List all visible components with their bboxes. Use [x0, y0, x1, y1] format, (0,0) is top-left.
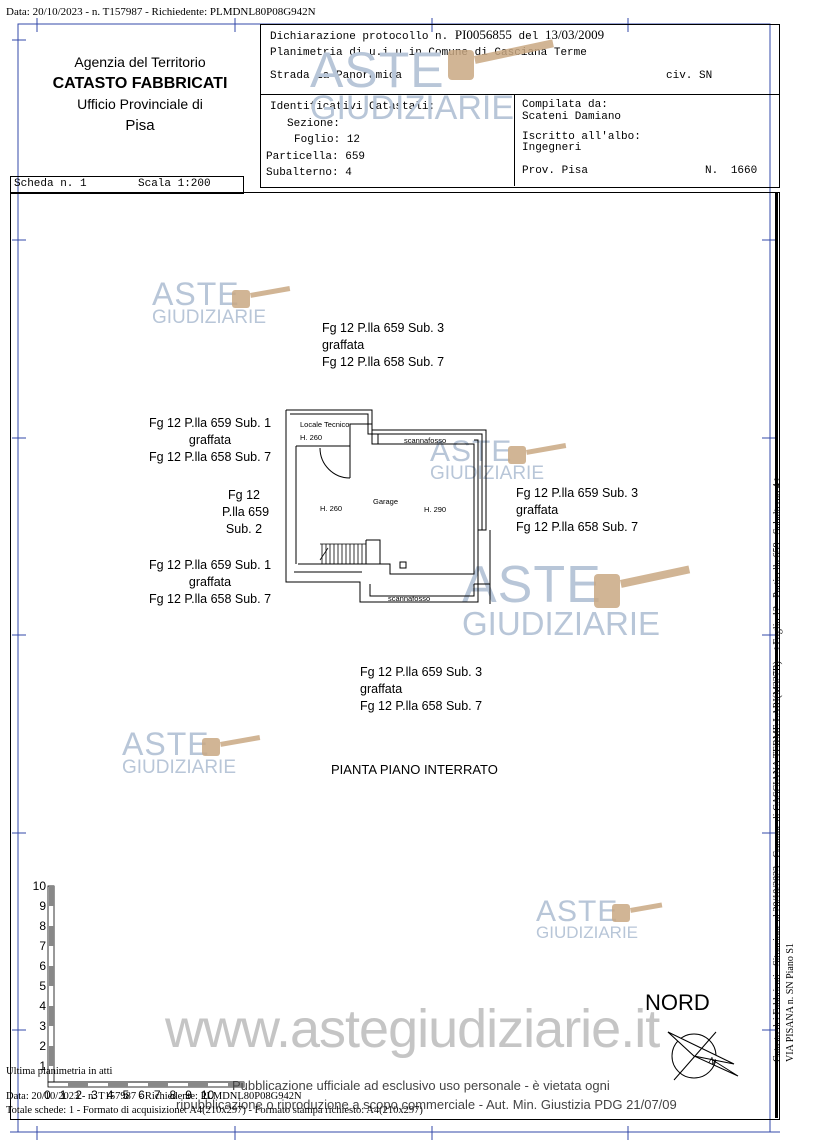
room-locale-tecnico: Locale Tecnico — [300, 420, 350, 429]
footer-last-plan: Ultima planimetria in atti — [6, 1066, 113, 1077]
agency-office: Ufficio Provinciale di — [77, 96, 203, 112]
header-vertical-divider — [514, 94, 515, 186]
registration-number: N. 1660 — [705, 165, 757, 177]
foglio-label: Foglio: — [294, 134, 341, 146]
albo-value: Ingegneri — [522, 142, 582, 154]
address-street: Strada La Panoramica — [270, 70, 403, 82]
side-cadastral-info: Catasto dei Fabbricati - Situazione al 2… — [771, 402, 797, 1062]
drawing-area — [10, 192, 780, 1120]
floor-title: PIANTA PIANO INTERRATO — [331, 762, 498, 777]
neighbor-left-top: Fg 12 P.lla 659 Sub. 1 graffata Fg 12 P.… — [148, 416, 272, 464]
protocol-date: 13/03/2009 — [544, 27, 605, 42]
scale-numbers: 10 9 8 7 6 5 4 3 2 1 — [32, 879, 46, 1073]
sezione-label: Sezione: — [287, 118, 340, 130]
garage-height-left: H. 260 — [320, 504, 343, 513]
foglio-value: 12 — [346, 134, 361, 146]
watermark-aste-2: ASTE GIUDIZIARIE — [430, 435, 545, 484]
side-cadastral-line2: VIA PISANA n. SN Piano S1 — [785, 943, 796, 1062]
agency-header: Agenzia del Territorio CATASTO FABBRICAT… — [40, 52, 240, 136]
registration-number-value: 1660 — [730, 165, 758, 177]
footer-format-info: Totale schede: 1 - Formato di acquisizio… — [6, 1105, 423, 1116]
watermark-aste-header: ASTE GIUDIZIARIE — [310, 42, 515, 127]
svg-text:N: N — [707, 1055, 718, 1067]
drawing-area-edge — [775, 192, 778, 1118]
room-locale-tecnico-height: H. 260 — [300, 433, 323, 442]
compiled-label: Compilata da: — [522, 99, 608, 111]
scannafosso-bottom: scannafosso — [388, 594, 431, 603]
compiler-name: Scateni Damiano — [522, 111, 622, 123]
agency-name: Agenzia del Territorio — [74, 54, 206, 70]
watermark-publication-line1: Pubblicazione ufficiale ad esclusivo uso… — [232, 1078, 610, 1093]
neighbor-top: Fg 12 P.lla 659 Sub. 3 graffata Fg 12 P.… — [322, 321, 445, 369]
north-label: NORD — [645, 990, 710, 1015]
footer-request-info: Data: 20/10/2023 - n. T157987 - Richiede… — [6, 1091, 302, 1102]
scala-label: Scala 1:200 — [138, 178, 211, 190]
side-cadastral-line1: Catasto dei Fabbricati - Situazione al 2… — [772, 475, 783, 1062]
subalterno-label: Subalterno: — [266, 167, 339, 179]
protocol-number: PI0056855 — [454, 27, 512, 42]
watermark-aste-5: ASTE GIUDIZIARIE — [536, 895, 639, 942]
header-divider — [260, 94, 779, 95]
foglio-row: Foglio: 12 — [294, 134, 360, 146]
watermark-aste-4: ASTE GIUDIZIARIE — [122, 726, 237, 778]
watermark-aste-1: ASTE GIUDIZIARIE — [152, 276, 267, 328]
registration-number-label: N. — [705, 165, 719, 177]
identifiers-title: Identificativi Catastali: — [270, 101, 436, 113]
neighbor-left-bottom: Fg 12 P.lla 659 Sub. 1 graffata Fg 12 P.… — [148, 558, 272, 606]
subalterno-row: Subalterno: 4 — [266, 167, 352, 179]
scheda-label: Scheda n. 1 — [14, 178, 87, 190]
watermark-publication-line2: ripubblicazione o riproduzione a scopo c… — [176, 1097, 677, 1112]
albo-label: Iscritto all'albo: — [522, 131, 641, 143]
neighbor-right: Fg 12 P.lla 659 Sub. 3 graffata Fg 12 P.… — [516, 486, 639, 534]
top-request-info: Data: 20/10/2023 - n. T157987 - Richiede… — [6, 6, 316, 18]
agency-catasto: CATASTO FABBRICATI — [52, 75, 228, 92]
protocol-label: Dichiarazione protocollo n. — [270, 31, 449, 43]
watermark-site: www.astegiudiziarie.it — [165, 999, 660, 1059]
scheda-box — [10, 176, 244, 194]
address-civ: civ. SN — [666, 70, 713, 82]
particella-value: 659 — [345, 151, 366, 163]
protocol-line: Dichiarazione protocollo n. PI0056855 de… — [270, 27, 604, 43]
neighbor-left-mid: Fg 12 P.lla 659 Sub. 2 — [222, 488, 270, 536]
room-garage: Garage — [373, 497, 399, 506]
subalterno-value: 4 — [345, 167, 352, 179]
particella-row: Particella: 659 — [266, 151, 365, 163]
header-box — [260, 24, 780, 188]
north-arrow-icon: N — [667, 1031, 739, 1081]
protocol-date-label: del — [518, 31, 539, 43]
particella-label: Particella: — [266, 151, 339, 163]
agency-province: Pisa — [125, 117, 155, 134]
scannafosso-top: scannafosso — [404, 436, 447, 445]
neighbor-bottom: Fg 12 P.lla 659 Sub. 3 graffata Fg 12 P.… — [360, 665, 483, 713]
garage-height-right: H. 290 — [424, 505, 447, 514]
sezione-row: Sezione: — [287, 118, 340, 130]
prov-label: Prov. Pisa — [522, 165, 589, 177]
scale-bottom-numbers: 0 1 2 3 4 5 6 7 8 9 10 — [44, 1088, 215, 1102]
watermark-aste-3: ASTE GIUDIZIARIE — [462, 556, 661, 642]
